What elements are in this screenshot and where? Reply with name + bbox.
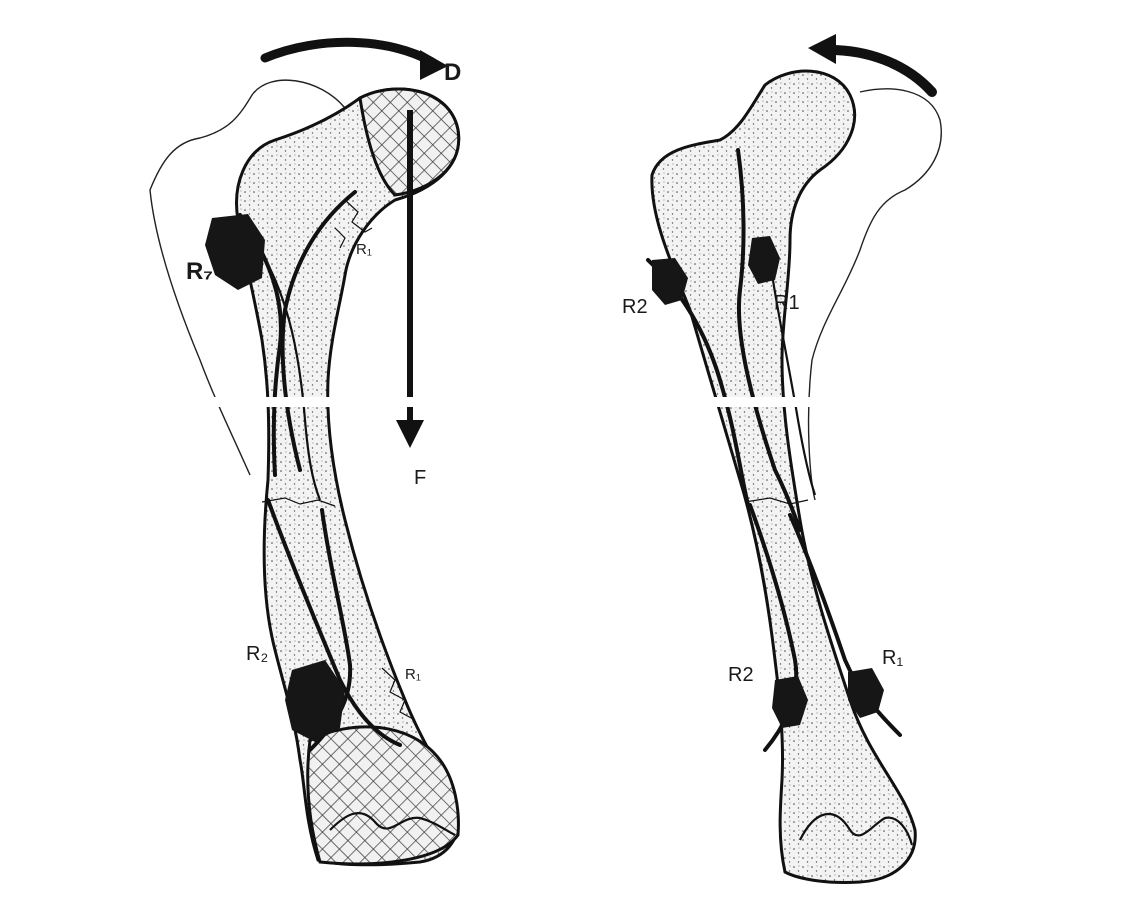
right-femur-panel: R2 R1 R2 R₁ (622, 34, 941, 883)
label-r2-lower-left: R₂ (246, 643, 268, 665)
left-femur-panel: D F R₇ R₁ R₂ R₁ (150, 42, 461, 865)
label-r1-lower-left: R₁ (405, 666, 421, 683)
left-femoral-condyle (308, 727, 459, 864)
label-r2-upper-right: R2 (622, 296, 648, 318)
scan-seam (0, 397, 1127, 407)
label-d: D (444, 59, 461, 86)
label-r1-upper-left: R₁ (356, 241, 372, 258)
label-r2-lower-right: R2 (728, 664, 754, 686)
label-r1-lower-right: R₁ (882, 647, 903, 669)
right-rotation-arrowhead (808, 34, 836, 64)
label-r1-upper-right: R1 (774, 292, 800, 314)
left-rotation-arrow (265, 42, 432, 62)
right-femur-bone (652, 71, 915, 882)
left-force-arrowhead (396, 420, 424, 448)
label-f: F (414, 467, 426, 489)
label-r7: R₇ (186, 258, 213, 285)
